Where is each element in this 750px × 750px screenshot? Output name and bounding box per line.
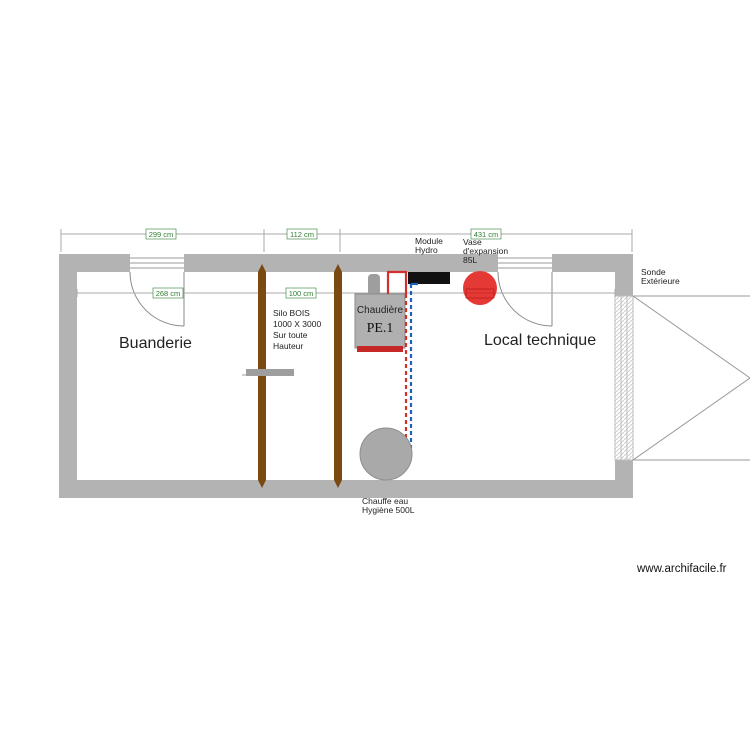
- svg-text:Hydro: Hydro: [415, 245, 438, 255]
- wall-top: [59, 254, 633, 272]
- boiler-label: Chaudière: [357, 305, 404, 316]
- dimension-inner-labels: 268 cm 100 cm: [152, 287, 317, 299]
- silo-label: Silo BOIS 1000 X 3000 Sur toute Hauteur: [273, 308, 321, 351]
- dim-label-431: 431 cm: [474, 230, 499, 239]
- water-heater: [359, 427, 413, 481]
- svg-text:Sonde: Sonde: [641, 267, 666, 277]
- svg-text:Module: Module: [415, 236, 443, 246]
- dim-label-100: 100 cm: [289, 289, 314, 298]
- svg-text:Chauffe eau: Chauffe eau: [362, 496, 408, 506]
- door-buanderie: [129, 271, 185, 327]
- wall-left: [59, 254, 77, 498]
- sonde-label: Sonde Extérieure: [641, 267, 680, 286]
- room-label-local-technique: Local technique: [484, 332, 596, 349]
- dim-label-299: 299 cm: [149, 230, 174, 239]
- svg-text:1000 X 3000: 1000 X 3000: [273, 319, 321, 329]
- room-label-buanderie: Buanderie: [119, 335, 192, 352]
- window-right: [498, 254, 552, 272]
- svg-text:85L: 85L: [463, 255, 477, 265]
- exterior-canopy: [632, 295, 750, 461]
- pipes: [386, 270, 418, 450]
- module-label: Module Hydro: [415, 236, 443, 255]
- dim-label-112: 112 cm: [290, 230, 314, 239]
- svg-text:Hygiène 500L: Hygiène 500L: [362, 505, 415, 515]
- expansion-vessel: [463, 271, 497, 305]
- watermark: www.archifacile.fr: [636, 563, 727, 575]
- dimension-top-labels: 299 cm 112 cm 431 cm: [145, 228, 502, 240]
- side-window: [614, 295, 634, 461]
- door-local-technique: [497, 271, 553, 327]
- window-left: [130, 254, 184, 272]
- svg-text:Sur toute: Sur toute: [273, 330, 308, 340]
- dim-label-268: 268 cm: [156, 289, 181, 298]
- exterior-walls: [59, 254, 633, 498]
- svg-text:Hauteur: Hauteur: [273, 341, 303, 351]
- chauffe-eau-label: Chauffe eau Hygiène 500L: [362, 496, 415, 515]
- svg-text:Silo BOIS: Silo BOIS: [273, 308, 310, 318]
- svg-text:Vase: Vase: [463, 237, 482, 247]
- vase-label: Vase d'expansion 85L: [463, 237, 508, 265]
- shelf: [246, 369, 294, 376]
- boiler-code: PE.1: [367, 321, 394, 336]
- svg-text:d'expansion: d'expansion: [463, 246, 508, 256]
- wall-bottom: [59, 480, 633, 498]
- boiler-pe1: Chaudière PE.1: [354, 274, 406, 352]
- timber-post-right: [334, 264, 342, 488]
- svg-text:Extérieure: Extérieure: [641, 276, 680, 286]
- hydro-module: [408, 272, 450, 284]
